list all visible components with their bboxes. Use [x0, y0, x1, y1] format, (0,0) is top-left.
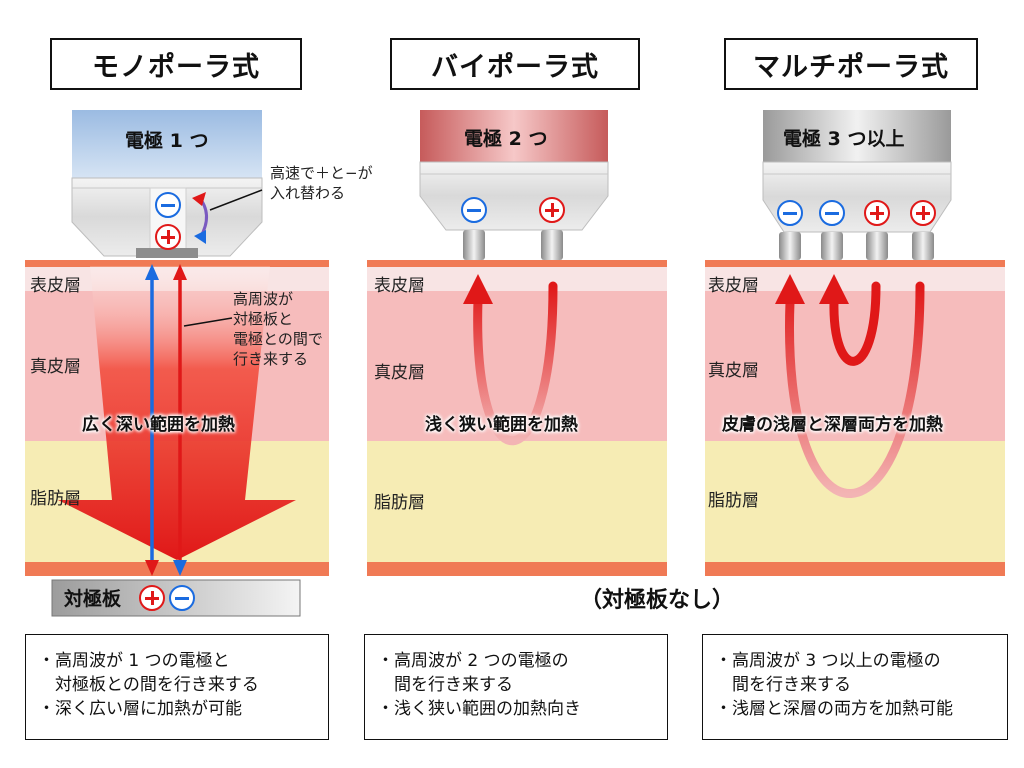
- note-rf-line1: 高周波が: [233, 290, 294, 308]
- title-bipolar: バイポーラ式: [390, 38, 640, 90]
- description-line: 対極板との間を行き来する: [38, 675, 259, 695]
- description-line: ・深く広い層に加熱が可能: [38, 699, 242, 719]
- layer-label-epidermis: 表皮層: [708, 276, 759, 296]
- plus-sign-icon: [910, 200, 936, 226]
- plus-sign-icon: [155, 224, 181, 250]
- minus-sign-icon: [169, 585, 195, 611]
- title-multipolar: マルチポーラ式: [724, 38, 978, 90]
- tissue-panel-bi: [367, 260, 667, 576]
- note-rf-line3: 電極との間で: [233, 330, 323, 348]
- description-mono: ・高周波が 1 つの電極と 対極板との間を行き来する ・深く広い層に加熱が可能: [25, 634, 329, 740]
- description-line: ・高周波が 2 つの電極の: [377, 651, 569, 671]
- device-multipolar: [762, 110, 952, 260]
- description-line: ・浅く狭い範囲の加熱向き: [377, 699, 581, 719]
- tissue-panel-multi: [705, 260, 1005, 576]
- description-line: 間を行き来する: [377, 675, 513, 695]
- description-line: ・浅層と深層の両方を加熱可能: [715, 699, 953, 719]
- counter-plate-label: 対極板: [64, 588, 122, 610]
- note-switch-line2: 入れ替わる: [270, 184, 346, 202]
- electrode-label-bi: 電極 2 つ: [464, 128, 548, 150]
- layer-label-fat: 脂肪層: [708, 491, 759, 511]
- rf-current-lines: [145, 264, 233, 576]
- shallow-heating-arc-multi: [829, 281, 881, 366]
- shallow-heating-arc: [473, 281, 558, 446]
- description-bi: ・高周波が 2 つの電極の 間を行き来する ・浅く狭い範囲の加熱向き: [364, 634, 668, 740]
- minus-sign-icon: [155, 192, 181, 218]
- layer-label-dermis: 真皮層: [708, 361, 759, 381]
- minus-sign-icon: [819, 200, 845, 226]
- title-monopolar: モノポーラ式: [50, 38, 302, 90]
- heating-label-bi: 浅く狭い範囲を加熱: [425, 415, 578, 435]
- note-switch-line1: 高速で＋と−が: [270, 164, 373, 182]
- minus-sign-icon: [461, 197, 487, 223]
- note-rf-line2: 対極板と: [233, 310, 294, 328]
- minus-sign-icon: [777, 200, 803, 226]
- electrode-label-multi: 電極 3 つ以上: [783, 128, 905, 150]
- description-multi: ・高周波が 3 つ以上の電極の 間を行き来する ・浅層と深層の両方を加熱可能: [702, 634, 1008, 740]
- layer-label-dermis: 真皮層: [374, 363, 425, 383]
- note-rf-line4: 行き来する: [233, 350, 309, 368]
- no-counter-plate-label: （対極板なし）: [580, 588, 735, 613]
- layer-label-fat: 脂肪層: [30, 489, 81, 509]
- deep-heating-arc: [784, 281, 925, 498]
- description-line: 間を行き来する: [715, 675, 851, 695]
- description-line: ・高周波が 1 つの電極と: [38, 651, 230, 671]
- heating-label-multi: 皮膚の浅層と深層両方を加熱: [722, 415, 943, 435]
- electrode-label-mono: 電極 1 つ: [125, 130, 209, 152]
- plus-sign-icon: [864, 200, 890, 226]
- description-line: ・高周波が 3 つ以上の電極の: [715, 651, 941, 671]
- layer-label-fat: 脂肪層: [374, 493, 425, 513]
- heating-label-mono: 広く深い範囲を加熱: [82, 415, 235, 435]
- plus-sign-icon: [139, 585, 165, 611]
- layer-label-epidermis: 表皮層: [30, 276, 81, 296]
- layer-label-dermis: 真皮層: [30, 357, 81, 377]
- layer-label-epidermis: 表皮層: [374, 276, 425, 296]
- wide-heating-arrow: [58, 266, 296, 560]
- plus-sign-icon: [539, 197, 565, 223]
